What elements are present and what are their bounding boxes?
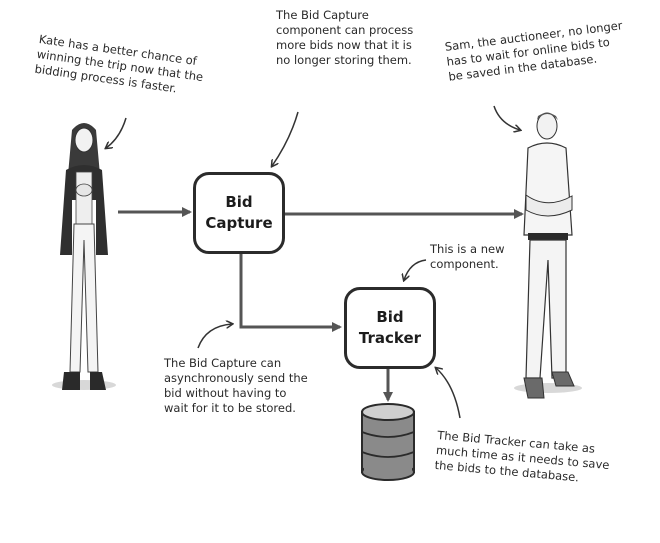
bid-tracker-note-pointer [436,368,461,419]
bid-capture-note: The Bid Capture component can process mo… [276,8,414,67]
new-component-note: This is a new component. [430,242,505,271]
kate-note-pointer [106,117,127,148]
bid-capture-async-note: The Bid Capture can asynchronously send … [164,356,308,415]
sam-note-pointer [493,105,520,130]
async-note-pointer [197,324,232,349]
bid-capture-note-pointer [272,111,299,166]
bid-tracker-component: Bid Tracker [344,287,436,369]
bid-capture-to-bid-tracker-arrow [239,252,342,332]
sam-figure [514,112,582,399]
kate-figure [52,123,116,390]
new-component-pointer [404,259,427,280]
database-icon [361,403,415,481]
bid-capture-component: Bid Capture [193,172,285,254]
